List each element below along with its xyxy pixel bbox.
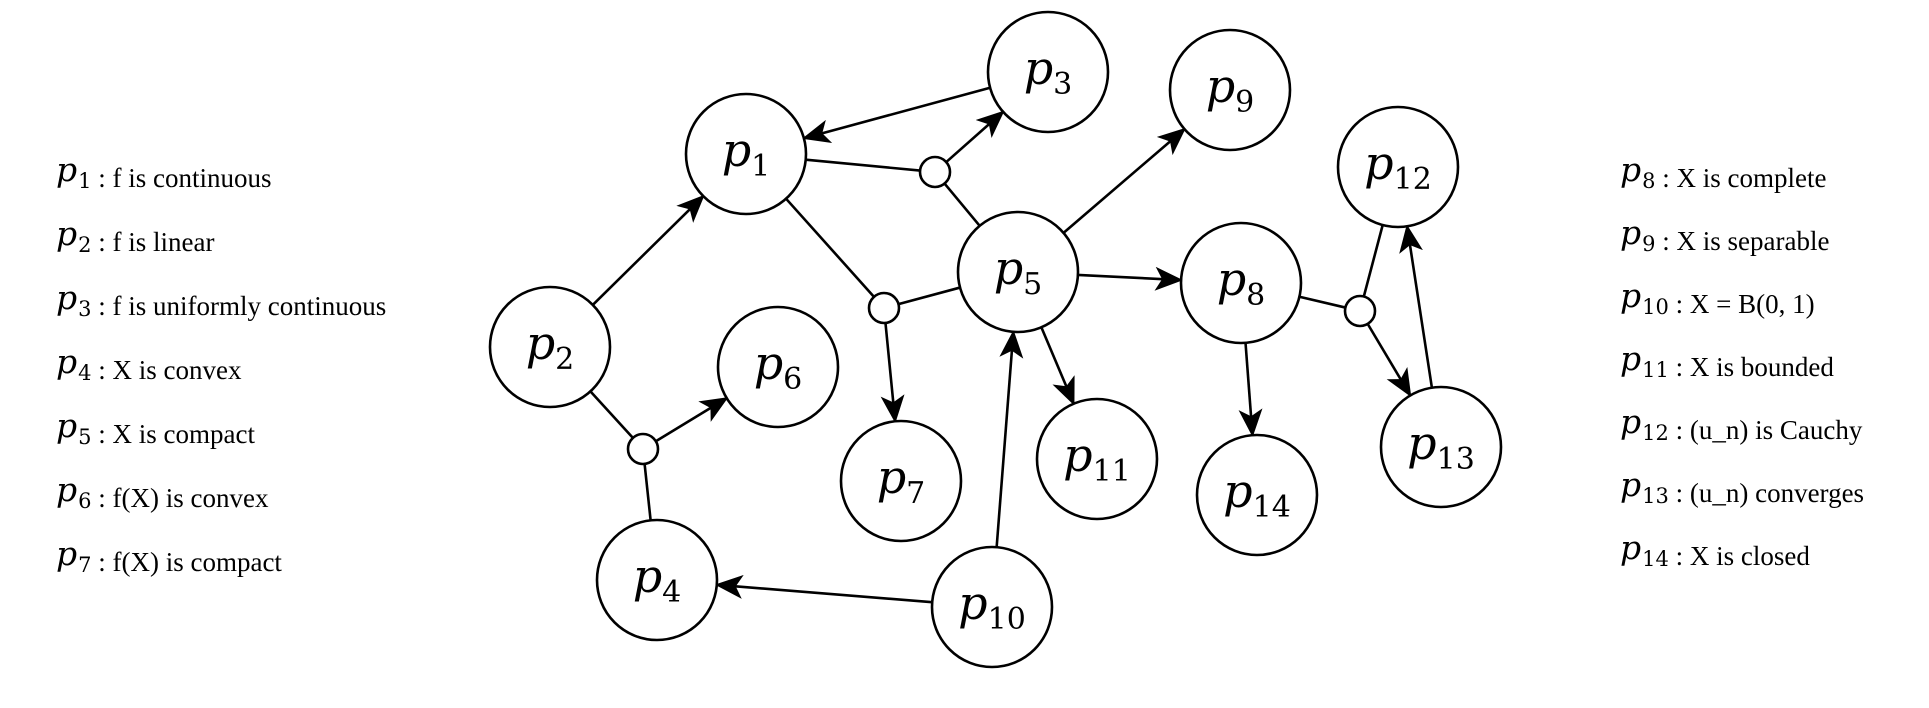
legend-left-item-5: p5 : X is compact	[56, 406, 255, 449]
arrow-p5-p9	[1062, 127, 1186, 234]
legend-left-item-6: p6 : f(X) is convex	[56, 470, 269, 513]
node-label-p9: p9	[1206, 59, 1255, 120]
arrow-p5-p8	[1077, 266, 1184, 291]
nodes-layer: p1 p2 p3 p4 p5 p6 p7 p8 p9 p10 p11 p12 p13 p14	[488, 10, 1503, 669]
node-p5: p5	[956, 210, 1080, 334]
node-circle-p11	[1035, 397, 1159, 521]
node-circle-p10	[930, 545, 1054, 669]
arrow-j3-p6	[655, 397, 729, 443]
junction-node-j4	[1343, 294, 1377, 328]
legend-left-item-3: p3 : f is uniformly continuous	[56, 278, 387, 321]
node-circle-p8	[1179, 221, 1303, 345]
node-circle-p14	[1195, 433, 1319, 557]
node-p1: p1	[684, 92, 808, 216]
arrow-p10-p5	[995, 329, 1024, 548]
legend-right-item-12: p12 : (u_n) is Cauchy	[1620, 402, 1863, 445]
legend-left-item-7: p7 : f(X) is compact	[56, 534, 282, 577]
arrow-j4-p13	[1366, 323, 1412, 398]
arrow-p2-p1	[591, 194, 705, 306]
node-p14: p14	[1195, 433, 1319, 557]
node-circle-p13	[1379, 385, 1503, 509]
node-label-p10: p10	[958, 576, 1026, 637]
legend-left-item-1: p1 : f is continuous	[56, 150, 272, 193]
junction-node-j2	[867, 291, 901, 325]
node-p12: p12	[1336, 105, 1460, 229]
node-label-p2: p2	[526, 316, 575, 377]
premise-edge-p4-j3	[643, 463, 652, 521]
legend-right-item-13: p13 : (u_n) converges	[1620, 465, 1865, 508]
node-circle-p9	[1168, 28, 1292, 152]
node-circle-p7	[839, 419, 963, 543]
node-label-p1: p1	[722, 123, 771, 184]
node-p2: p2	[488, 285, 612, 409]
node-label-p11: p11	[1063, 428, 1131, 489]
junction-node-j3	[626, 432, 660, 466]
node-p3: p3	[986, 10, 1110, 134]
node-label-p13: p13	[1407, 416, 1475, 477]
node-label-p12: p12	[1364, 136, 1432, 197]
legend-right-item-11: p11 : X is bounded	[1620, 339, 1834, 382]
legend-right-item-10: p10 : X = B(0, 1)	[1620, 276, 1815, 319]
arrow-j2-p7	[880, 322, 905, 424]
node-label-p4: p4	[633, 549, 682, 610]
node-p11: p11	[1035, 397, 1159, 521]
junction-node-j1	[918, 155, 952, 189]
premise-edge-p1-j2	[785, 197, 875, 298]
premise-edge-p8-j4	[1299, 295, 1346, 309]
node-p9: p9	[1168, 28, 1292, 152]
junctions-layer	[626, 155, 1377, 466]
premise-edge-p5-j2	[898, 286, 961, 306]
node-p8: p8	[1179, 221, 1303, 345]
arrow-p8-p14	[1238, 342, 1263, 438]
node-circle-p6	[716, 305, 840, 429]
node-p7: p7	[839, 419, 963, 543]
node-circle-p4	[595, 518, 719, 642]
node-label-p14: p14	[1223, 464, 1291, 525]
arrow-p3-p1	[801, 86, 991, 144]
arrow-p5-p11	[1040, 326, 1075, 406]
node-p13: p13	[1379, 385, 1503, 509]
node-circle-p1	[684, 92, 808, 216]
legend-left-item-2: p2 : f is linear	[56, 214, 215, 257]
node-p4: p4	[595, 518, 719, 642]
premise-edge-p2-j3	[589, 390, 634, 439]
arrow-p13-p12	[1399, 224, 1434, 388]
node-p10: p10	[930, 545, 1054, 669]
node-circle-p2	[488, 285, 612, 409]
node-label-p3: p3	[1024, 41, 1073, 102]
arrow-j1-p3	[945, 110, 1005, 164]
edges-layer	[589, 86, 1434, 604]
node-circle-p12	[1336, 105, 1460, 229]
arrow-p10-p4	[714, 574, 933, 604]
node-label-p8: p8	[1217, 252, 1266, 313]
node-label-p6: p6	[754, 336, 803, 397]
legend-right-item-8: p8 : X is complete	[1620, 150, 1827, 193]
legend-right-item-14: p14 : X is closed	[1620, 528, 1810, 571]
node-circle-p5	[956, 210, 1080, 334]
node-label-p7: p7	[877, 450, 926, 511]
premise-edge-p12-j4	[1362, 224, 1384, 297]
premise-edge-p5-j1	[943, 182, 981, 227]
node-label-p5: p5	[994, 241, 1043, 302]
premise-edge-p1-j1	[805, 158, 921, 172]
legend-left-item-4: p4 : X is convex	[56, 342, 242, 385]
legend-right-item-9: p9 : X is separable	[1620, 213, 1830, 256]
node-circle-p3	[986, 10, 1110, 134]
node-p6: p6	[716, 305, 840, 429]
